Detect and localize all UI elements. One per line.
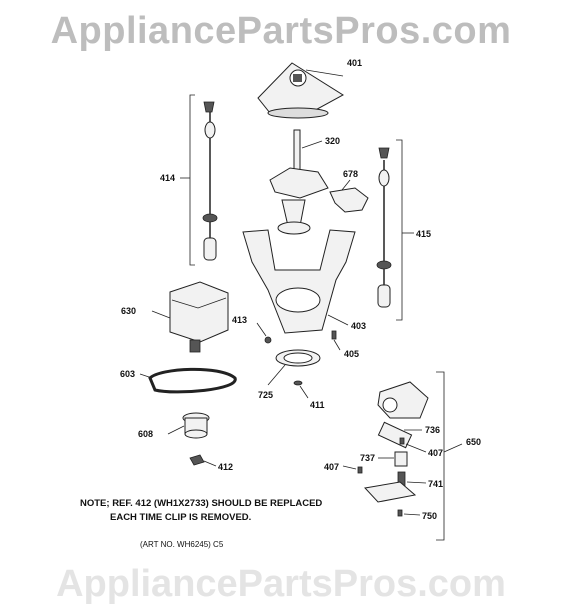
callout-630: 630 [121,306,136,316]
callout-320: 320 [325,136,340,146]
callout-407-left: 407 [324,462,339,472]
callout-678: 678 [343,169,358,179]
part-407-screw-b[interactable] [357,466,363,474]
part-403-base-frame[interactable] [242,229,356,334]
part-401-cover[interactable] [257,62,344,119]
callout-737: 737 [360,453,375,463]
part-630-motor[interactable] [169,281,229,353]
note-line-1: NOTE; REF. 412 (WH1X2733) SHOULD BE REPL… [80,498,323,509]
part-414-suspension-rod[interactable] [202,101,218,261]
watermark-top: AppliancePartsPros.com [50,10,512,52]
callout-401: 401 [347,58,362,68]
part-678-bracket[interactable] [329,187,369,213]
callout-412: 412 [218,462,233,472]
part-603-belt[interactable] [148,367,237,394]
art-number: (ART NO. WH6245) C5 [140,540,224,549]
part-411-washer[interactable] [293,380,303,386]
callout-741: 741 [428,479,443,489]
pump-mounting-plate [364,481,417,503]
watermark-bottom: AppliancePartsPros.com [56,563,506,605]
part-413-nut[interactable] [264,336,272,344]
part-320-transmission[interactable] [269,129,329,235]
part-725-pulley[interactable] [275,349,321,367]
callout-411: 411 [310,400,325,410]
part-737-coupling[interactable] [394,451,408,467]
part-750-screw[interactable] [397,509,403,517]
part-608-motor-pulley[interactable] [182,412,210,439]
part-407-screw[interactable] [399,437,405,445]
callout-736: 736 [425,425,440,435]
callout-407-right: 407 [428,448,443,458]
callout-608: 608 [138,429,153,439]
part-415-suspension-rod[interactable] [376,147,392,308]
callout-403: 403 [351,321,366,331]
replacement-note: NOTE; REF. 412 (WH1X2733) SHOULD BE REPL… [80,497,322,525]
part-405-screw[interactable] [331,330,337,340]
callout-750: 750 [422,511,437,521]
callout-413: 413 [232,315,247,325]
part-412-clip[interactable] [189,454,205,466]
callout-603: 603 [120,369,135,379]
callout-725: 725 [258,390,273,400]
note-line-2: EACH TIME CLIP IS REMOVED. [110,512,252,523]
callout-405: 405 [344,349,359,359]
callout-414: 414 [160,173,175,183]
callout-415: 415 [416,229,431,239]
callout-650: 650 [466,437,481,447]
